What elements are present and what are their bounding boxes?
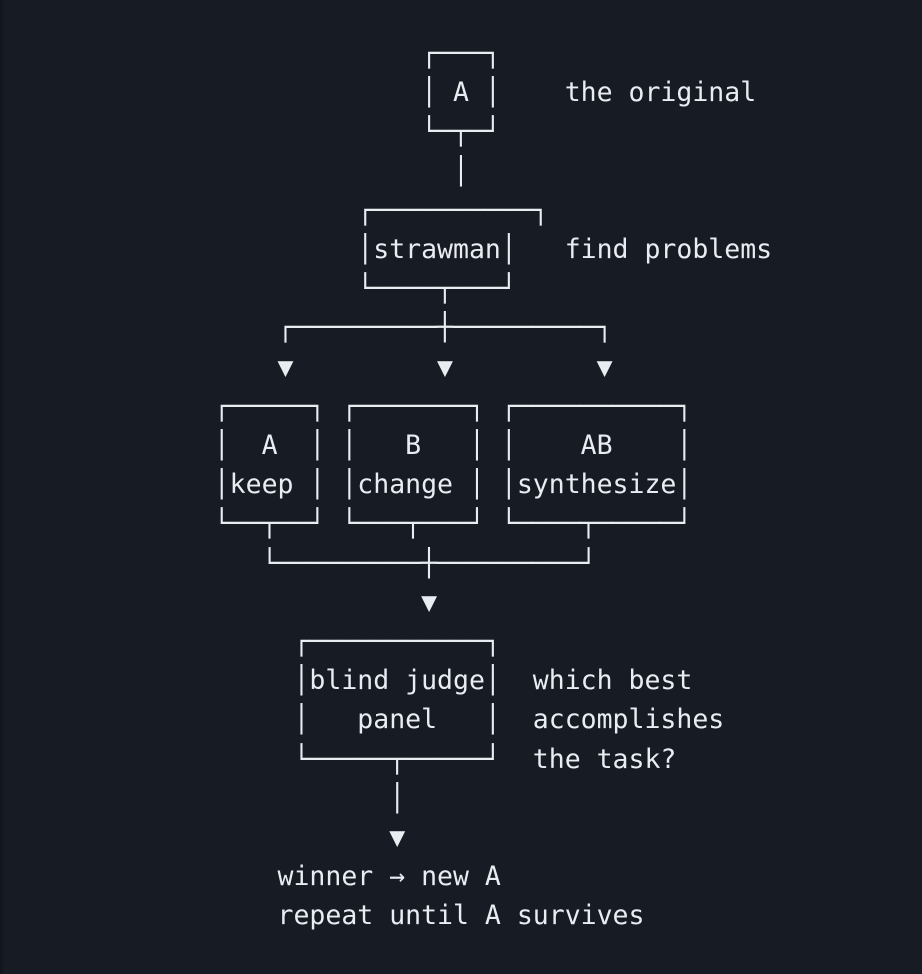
left-edge-strip xyxy=(0,0,3,974)
ascii-flowchart: ┌───┐ │ A │ the original └─┬─┘ │ ┌──────… xyxy=(213,38,773,932)
